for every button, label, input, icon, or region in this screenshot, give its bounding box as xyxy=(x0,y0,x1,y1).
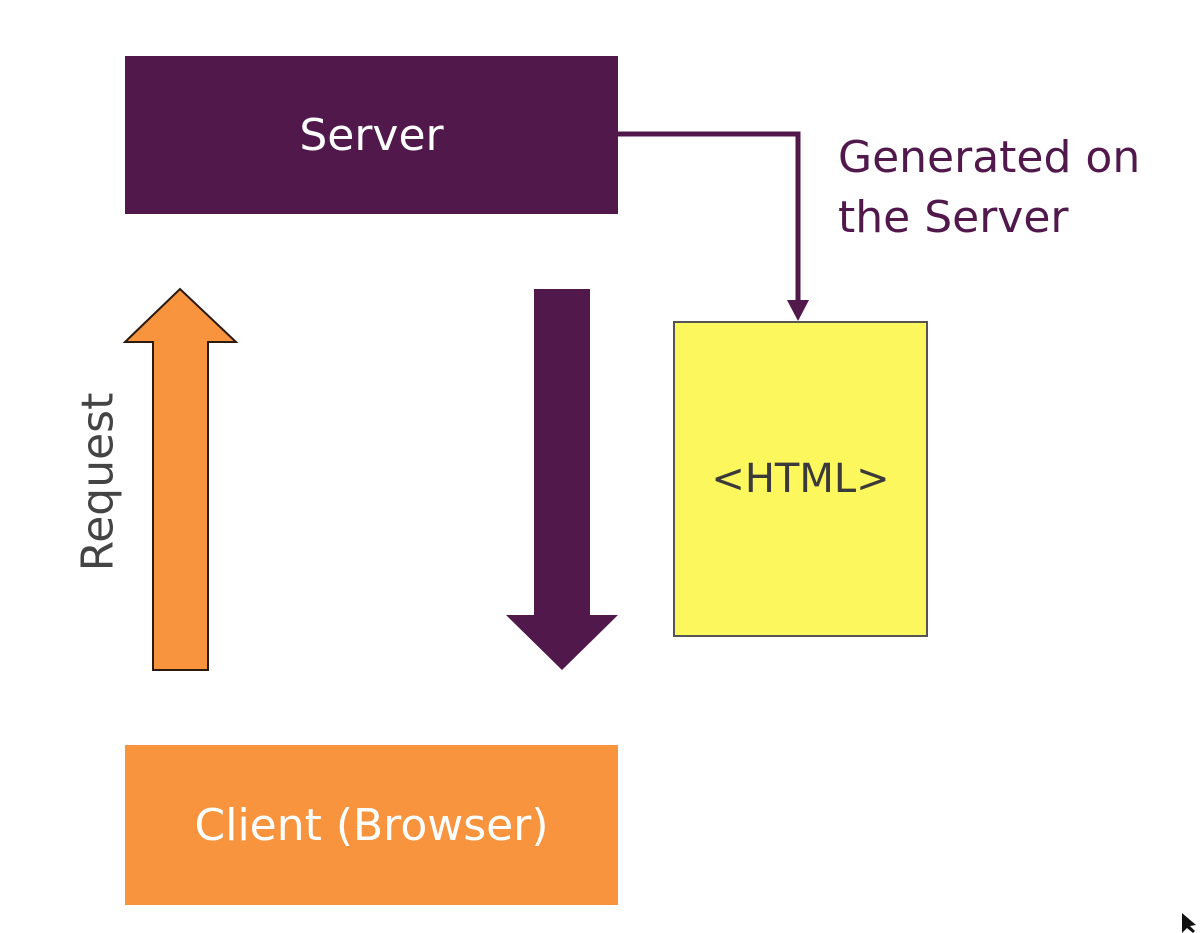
server-to-html-connector xyxy=(618,131,801,303)
generated-on-server-label: Generated on the Server xyxy=(838,132,1141,243)
response-arrow-down xyxy=(506,289,618,670)
mouse-pointer-icon xyxy=(1182,913,1196,933)
html-document: <HTML> xyxy=(673,321,928,637)
server-label: Server xyxy=(299,109,444,161)
request-arrow-up xyxy=(122,287,239,671)
server-box: Server xyxy=(125,56,618,214)
client-box: Client (Browser) xyxy=(125,745,618,905)
connector-arrowhead-icon xyxy=(787,300,809,321)
html-label: <HTML> xyxy=(711,456,890,502)
client-label: Client (Browser) xyxy=(194,799,549,851)
